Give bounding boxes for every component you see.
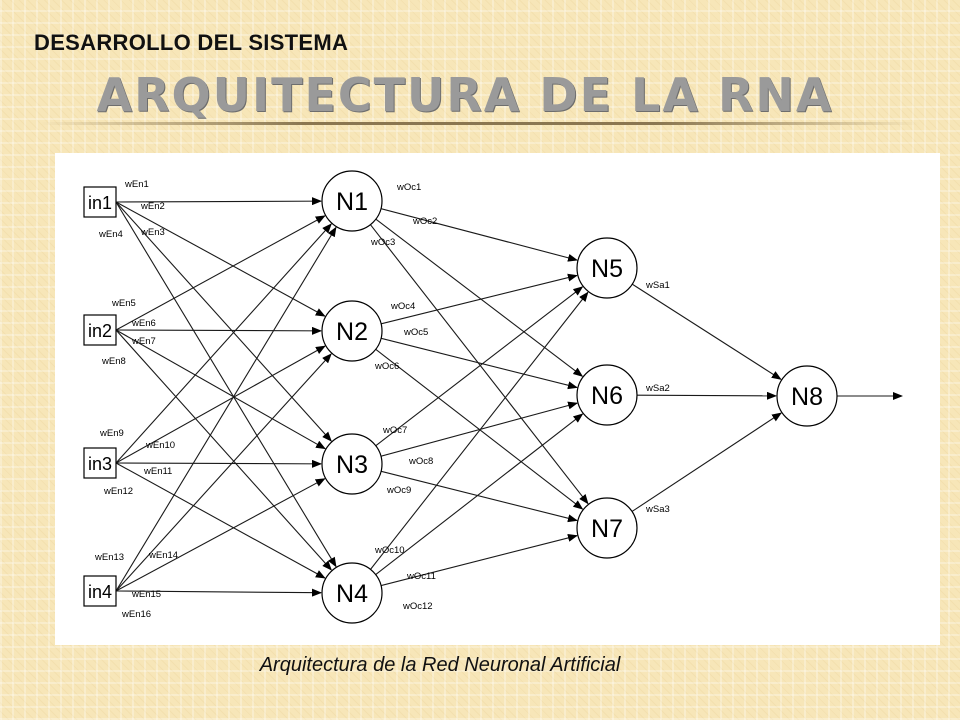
input-weight-label: wEn14 <box>148 550 178 561</box>
input-weight-label: wEn4 <box>98 229 123 240</box>
input-weight-label: wEn9 <box>99 428 124 439</box>
hidden-weight-label: wOc10 <box>374 545 405 556</box>
neuron-label: N3 <box>336 451 368 479</box>
edge-in1-n4 <box>115 201 337 568</box>
input-node-label: in4 <box>88 582 112 602</box>
neuron-label: N1 <box>336 188 368 216</box>
slide-title: ARQUITECTURA DE LA RNA <box>96 68 834 122</box>
edge-n4-n5 <box>370 291 589 570</box>
input-weight-label: wEn1 <box>124 179 149 190</box>
hidden-weight-label: wOc5 <box>403 327 428 338</box>
edge-in3-n3 <box>115 459 323 468</box>
title-divider <box>40 122 920 125</box>
output-weight-label: wSa1 <box>645 280 670 291</box>
hidden-weight-label: wOc12 <box>402 601 433 612</box>
input-weight-label: wEn13 <box>94 552 124 563</box>
edge-n1-n7 <box>370 224 589 505</box>
hidden-neuron-1: N1 <box>321 170 383 232</box>
edge-in2-n2 <box>115 326 323 335</box>
edge-n7-n8 <box>631 412 782 512</box>
edge-in1-n2 <box>115 201 326 317</box>
input-weight-label: wEn8 <box>101 356 126 367</box>
hidden-weight-label: wOc3 <box>370 237 395 248</box>
edge-n1-n5 <box>380 208 578 262</box>
input-weight-label: wEn5 <box>111 298 136 309</box>
hidden-weight-label: wOc7 <box>382 425 407 436</box>
hidden-weight-label: wOc2 <box>412 216 437 227</box>
edge-in2-n4 <box>115 329 332 571</box>
edge-n5-n8 <box>631 283 782 380</box>
edge-n3-n5 <box>375 286 584 447</box>
hidden-neuron-6: N6 <box>576 364 638 426</box>
edge-n2-n6 <box>380 337 578 390</box>
input-weight-label: wEn11 <box>143 466 172 477</box>
input-node-1: in1 <box>83 186 117 218</box>
edge-n6-n8 <box>636 391 778 400</box>
output-weight-label: wSa3 <box>645 504 670 515</box>
edge-in4-n1 <box>115 226 337 592</box>
neuron-label: N2 <box>336 318 368 346</box>
neuron-label: N4 <box>336 580 368 608</box>
edge-n2-n5 <box>380 273 578 325</box>
input-weight-label: wEn7 <box>131 336 156 347</box>
input-node-label: in1 <box>88 193 112 213</box>
hidden-weight-label: wOc11 <box>406 571 436 582</box>
edge-in3-n2 <box>115 345 326 464</box>
input-weight-label: wEn15 <box>131 589 161 600</box>
edge-n4-n6 <box>375 413 584 576</box>
edge-in2-n3 <box>115 329 326 450</box>
neuron-label: N7 <box>591 515 623 543</box>
edge-in3-n1 <box>115 223 332 464</box>
edge-in4-n2 <box>115 353 332 592</box>
section-label: DESARROLLO DEL SISTEMA <box>34 30 349 55</box>
input-node-label: in3 <box>88 454 112 474</box>
input-weight-label: wEn3 <box>140 227 165 238</box>
input-weight-label: wEn2 <box>140 201 165 212</box>
hidden-neuron-3: N3 <box>321 433 383 495</box>
edge-in1-n1 <box>115 197 323 206</box>
neuron-label: N5 <box>591 255 623 283</box>
hidden-weight-label: wOc8 <box>408 456 433 467</box>
hidden-weight-label: wOc9 <box>386 485 411 496</box>
hidden-weight-label: wOc6 <box>374 361 399 372</box>
neuron-label: N6 <box>591 382 623 410</box>
neuron-label: N8 <box>791 383 823 411</box>
output-weight-label: wSa2 <box>645 383 670 394</box>
input-weight-label: wEn16 <box>121 609 151 620</box>
edge-in4-n4 <box>115 588 323 597</box>
input-weight-label: wEn6 <box>131 318 156 329</box>
figure-caption: Arquitectura de la Red Neuronal Artifici… <box>259 654 621 676</box>
edge-in2-n1 <box>115 215 326 331</box>
output-neuron: N8 <box>776 365 838 427</box>
input-node-2: in2 <box>83 314 117 346</box>
edge-n3-n7 <box>380 470 578 523</box>
edge-n3-n6 <box>380 401 579 457</box>
hidden-neuron-7: N7 <box>576 497 638 559</box>
hidden-weight-label: wOc1 <box>396 182 421 193</box>
input-node-4: in4 <box>83 575 117 607</box>
input-weight-label: wEn10 <box>145 440 175 451</box>
hidden-weight-label: wOc4 <box>390 301 415 312</box>
hidden-neuron-5: N5 <box>576 237 638 299</box>
edge-n4-n7 <box>380 534 578 587</box>
edge-in3-n4 <box>115 462 326 579</box>
edge-n1-n6 <box>375 218 584 377</box>
input-node-3: in3 <box>83 447 117 479</box>
hidden-neuron-4: N4 <box>321 562 383 624</box>
edge-in4-n3 <box>115 478 326 592</box>
edge-in1-n3 <box>115 201 332 442</box>
input-weight-label: wEn12 <box>103 486 133 497</box>
input-node-label: in2 <box>88 321 112 341</box>
hidden-neuron-2: N2 <box>321 300 383 362</box>
